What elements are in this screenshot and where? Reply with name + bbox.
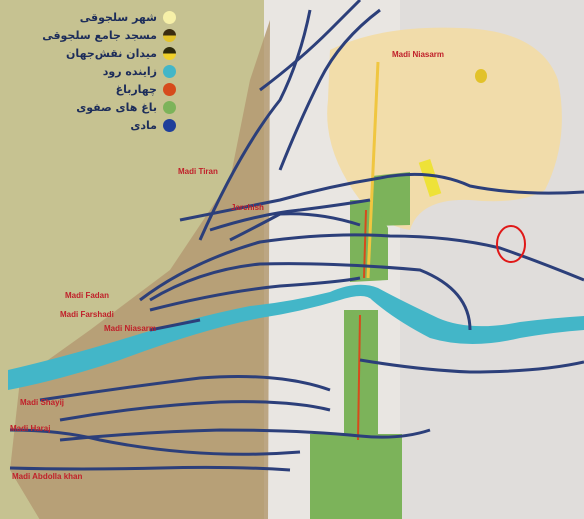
madi-canal <box>278 8 381 171</box>
legend-swatch <box>163 47 176 60</box>
madi-canal <box>229 212 361 242</box>
legend-item: زاینده رود <box>6 63 176 80</box>
legend-label: میدان نقش‌جهان <box>66 47 157 60</box>
madi-canal <box>209 198 371 232</box>
label-madi-tiran: Madi Tiran <box>178 167 218 176</box>
madi-canal <box>59 428 431 442</box>
label-madi-farshadi: Madi Farshadi <box>60 310 114 319</box>
madi-canal <box>149 276 361 312</box>
madi-canal <box>149 262 472 331</box>
legend-item: باغ های صفوی <box>6 99 176 116</box>
madi-canal <box>179 172 584 222</box>
label-madi-shayij: Madi Shayij <box>20 398 65 407</box>
madi-canal <box>149 318 201 332</box>
garden-south <box>344 310 378 440</box>
highlight-circle <box>496 225 526 263</box>
madi-canals <box>9 0 584 472</box>
zayandeh-river <box>8 284 584 390</box>
legend-swatch <box>163 11 176 24</box>
label-madi-niasarm-top: Madi Niasarm <box>392 50 445 59</box>
map-legend: شهر سلجوقی مسجد جامع سلجوقی میدان نقش‌جه… <box>6 8 176 135</box>
madi-canal <box>9 428 301 456</box>
chaharbagh-north <box>366 61 380 279</box>
madi-canal <box>39 375 331 402</box>
legend-label: چهارباغ <box>115 83 157 96</box>
chaharbagh-south <box>357 314 361 441</box>
legend-swatch <box>163 83 176 96</box>
legend-item: شهر سلجوقی <box>6 9 176 26</box>
legend-label: باغ های صفوی <box>76 101 157 114</box>
legend-item: میدان نقش‌جهان <box>6 45 176 62</box>
label-madi-haraj: Madi Haraj <box>10 424 51 433</box>
seljuk-mosque-marker <box>475 69 487 83</box>
legend-item: مادی <box>6 117 176 134</box>
naqsh-jahan-square <box>418 159 442 197</box>
madi-canal <box>198 9 312 241</box>
madi-canal <box>59 400 331 422</box>
legend-swatch <box>163 65 176 78</box>
legend-swatch <box>163 29 176 42</box>
madi-canal <box>9 465 291 472</box>
legend-label: مادی <box>130 119 157 132</box>
legend-swatch <box>163 101 176 114</box>
garden-far-south <box>310 434 402 519</box>
madi-canal <box>359 358 584 374</box>
label-madi-niasarm-bottom: Madi Niasarm <box>104 324 157 333</box>
legend-label: مسجد جامع سلجوقی <box>42 29 157 42</box>
label-jarchish: Jarchish <box>231 203 264 212</box>
legend-item: چهارباغ <box>6 81 176 98</box>
legend-label: زاینده رود <box>102 65 157 78</box>
madi-canal <box>259 0 362 92</box>
garden-north <box>372 172 410 226</box>
label-madi-abdolla: Madi Abdolla khan <box>12 472 83 481</box>
madi-canal <box>139 233 584 302</box>
label-madi-fadan: Madi Fadan <box>65 291 110 300</box>
legend-item: مسجد جامع سلجوقی <box>6 27 176 44</box>
legend-label: شهر سلجوقی <box>79 11 157 24</box>
legend-swatch <box>163 119 176 132</box>
